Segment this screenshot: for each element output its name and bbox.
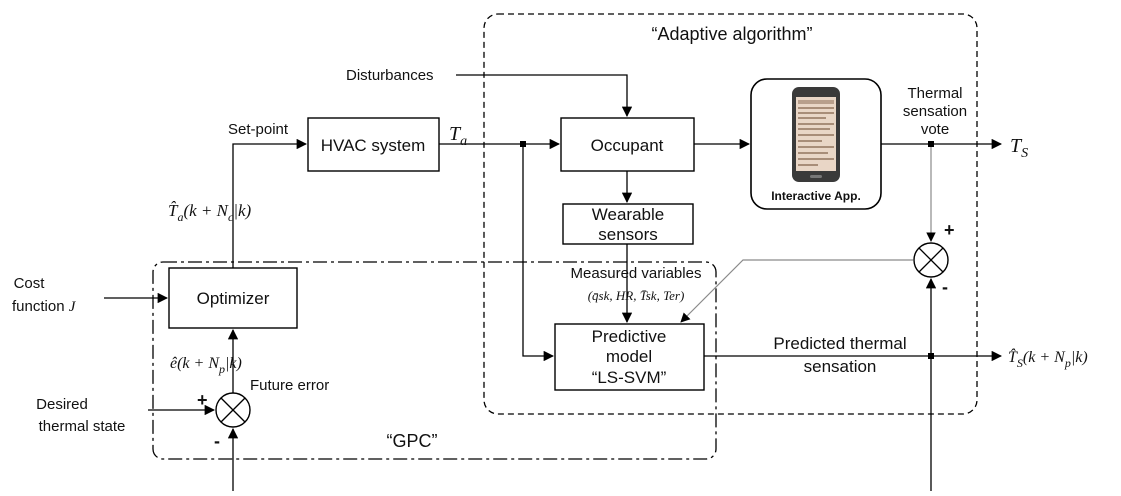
wearable-sensors-block bbox=[562, 203, 694, 245]
gpc-title: “GPC” bbox=[387, 431, 438, 451]
setpoint-label: Set-point bbox=[228, 121, 289, 138]
minus-sign: - bbox=[214, 431, 220, 451]
summing-junction-icon bbox=[913, 242, 949, 278]
predictive-label-1: Predictive bbox=[592, 327, 667, 346]
signal-wires bbox=[104, 74, 1003, 491]
thermal-vote-label-2: sensation bbox=[903, 103, 967, 120]
cost-label-2: function J bbox=[12, 298, 77, 315]
measured-variables-list: (q̄sk, HR, T̄sk, Ter) bbox=[588, 288, 685, 303]
thermal-vote-label-1: Thermal bbox=[907, 85, 962, 102]
branch-node bbox=[928, 141, 934, 147]
predictive-model-block bbox=[554, 323, 705, 391]
predictive-label-2: model bbox=[606, 347, 652, 366]
optimizer-label: Optimizer bbox=[197, 289, 270, 308]
predicted-thermal-label-2: sensation bbox=[804, 357, 877, 376]
branch-node bbox=[520, 141, 526, 147]
wearable-label-1: Wearable bbox=[592, 205, 664, 224]
occupant-block bbox=[560, 117, 695, 172]
measured-variables-label: Measured variables bbox=[571, 265, 702, 282]
plus-sign: + bbox=[197, 390, 208, 410]
adaptive-algorithm-region bbox=[483, 13, 978, 415]
plus-sign: + bbox=[944, 220, 955, 240]
occupant-label: Occupant bbox=[591, 136, 664, 155]
e-hat-label: ê(k + Np|k) bbox=[170, 355, 242, 376]
adaptive-title: “Adaptive algorithm” bbox=[651, 24, 812, 44]
predictive-label-3: “LS-SVM” bbox=[592, 368, 667, 387]
disturbances-label: Disturbances bbox=[346, 67, 434, 84]
desired-state-label-2: thermal state bbox=[39, 418, 126, 435]
branch-node bbox=[928, 353, 934, 359]
ta-hat-label: T̂a(k + Nc|k) bbox=[168, 201, 252, 224]
optimizer-block bbox=[168, 267, 298, 329]
ta-label: Ta bbox=[449, 123, 467, 149]
hvac-system-label: HVAC system bbox=[321, 136, 426, 155]
hvac-system-block bbox=[307, 117, 440, 172]
future-error-label: Future error bbox=[250, 377, 329, 394]
minus-sign: - bbox=[942, 277, 948, 297]
summing-junction-icon bbox=[215, 392, 251, 428]
ts-hat-label: T̂S(k + Np|k) bbox=[1008, 347, 1088, 370]
ts-output-label: TS bbox=[1010, 135, 1028, 161]
interactive-app-label: Interactive App. bbox=[771, 189, 861, 203]
smartphone-icon bbox=[792, 87, 840, 182]
thermal-vote-label-3: vote bbox=[921, 121, 949, 138]
predicted-thermal-label-1: Predicted thermal bbox=[773, 334, 906, 353]
wearable-label-2: sensors bbox=[598, 225, 658, 244]
desired-state-label-1: Desired bbox=[36, 396, 88, 413]
cost-label-1: Cost bbox=[14, 275, 46, 292]
